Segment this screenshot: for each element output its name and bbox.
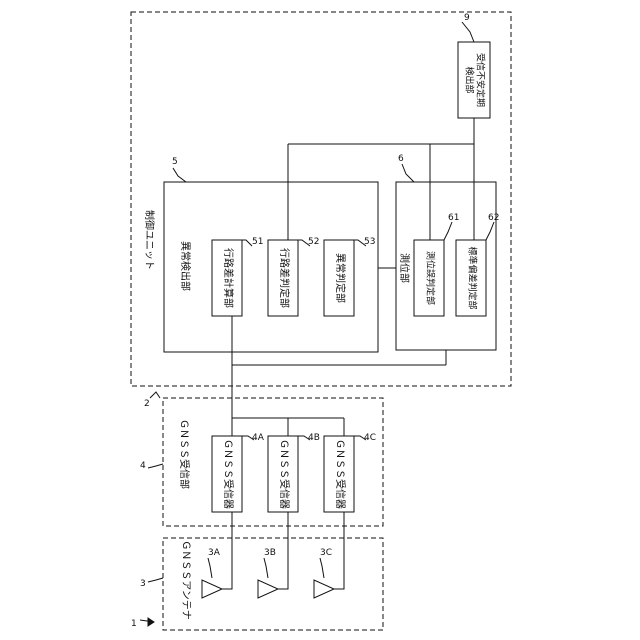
path-diff-calc-ref: 51 (252, 238, 263, 247)
anomaly-judge-label: 異常判定部 (334, 253, 344, 303)
control-unit-ref: 2 (144, 400, 150, 409)
antenna-c-ref: 3C (320, 549, 332, 558)
positioning-box (396, 182, 496, 350)
antenna-b-ref: 3B (264, 549, 276, 558)
path-diff-judge-label: 行路差判定部 (278, 248, 288, 308)
receiver-a-ref: 4A (252, 434, 264, 443)
control-unit-title: 制御ユニット (143, 210, 153, 270)
receiver-b-label: ＧＮＳＳ受信器 (278, 439, 288, 509)
anomaly-detector-title: 異常検出部 (179, 241, 189, 291)
positioning-error-label: 測位誤判定部 (425, 251, 434, 305)
positioning-ref: 6 (398, 155, 404, 164)
antenna-b-symbol (258, 580, 278, 598)
receiver-a-label: ＧＮＳＳ受信器 (222, 439, 232, 509)
std-dev-ref: 62 (488, 214, 499, 223)
positioning-error-ref: 61 (448, 214, 459, 223)
antenna-group-ref: 3 (140, 580, 146, 589)
unstable-detector-label-1: 受信不安定期 (475, 53, 484, 107)
anomaly-judge-ref: 53 (364, 238, 375, 247)
unstable-detector-ref: 9 (464, 14, 470, 23)
antenna-a-ref: 3A (208, 549, 220, 558)
receiver-group-title: ＧＮＳＳ受信部 (178, 419, 188, 489)
unstable-detector-label-2: 検出部 (464, 66, 473, 93)
receiver-group-frame (163, 398, 383, 526)
antenna-group-title: ＧＮＳＳアンテナ (180, 540, 190, 620)
figure-ref: 1 (131, 620, 137, 629)
anomaly-detector-box (164, 182, 378, 352)
receiver-c-label: ＧＮＳＳ受信器 (334, 439, 344, 509)
receiver-b-ref: 4B (308, 434, 320, 443)
path-diff-calc-label: 行路差計算部 (222, 248, 232, 308)
std-dev-label: 標準偏差判定部 (467, 246, 476, 309)
path-diff-judge-ref: 52 (308, 238, 319, 247)
receiver-c-ref: 4C (364, 434, 376, 443)
positioning-title: 測位部 (398, 253, 408, 283)
receiver-group-ref: 4 (140, 462, 146, 471)
control-unit-frame (131, 12, 511, 386)
antenna-a-symbol (202, 580, 222, 598)
antenna-c-symbol (314, 580, 334, 598)
anomaly-detector-ref: 5 (172, 158, 178, 167)
